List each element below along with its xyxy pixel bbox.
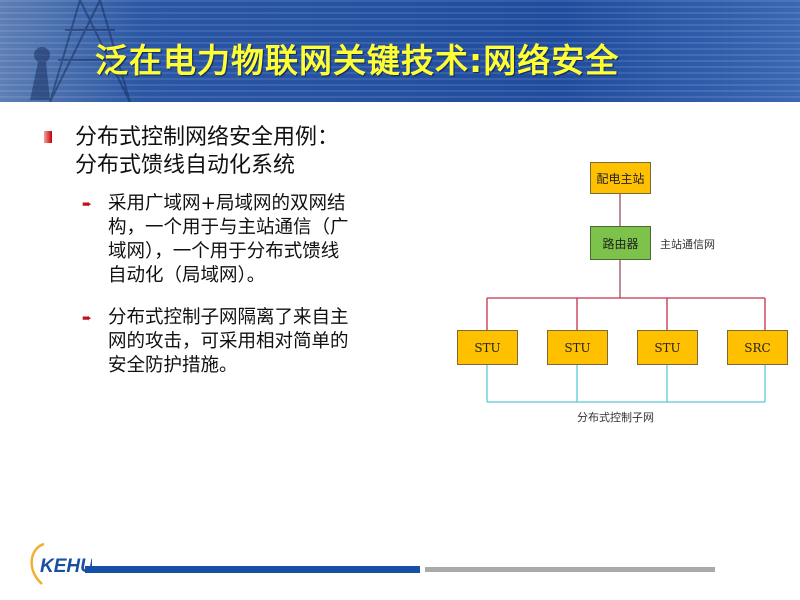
src-node: SRC [727, 330, 788, 365]
sub-bullet-line: 采用广域网+局域网的双网结 [108, 193, 346, 214]
footer-blue-bar [85, 566, 420, 573]
stu-node: STU [457, 330, 518, 365]
arrow-bullet-icon: ➨ [82, 311, 93, 325]
power-tower-image [30, 0, 131, 102]
header-stripes [0, 0, 800, 102]
footer-gray-bar [425, 567, 715, 572]
slide-title: 泛在电力物联网关键技术:网络安全 [95, 41, 620, 80]
sub-bullet-line: 自动化（局域网）。 [108, 265, 266, 286]
main-bullet-line: 分布式馈线自动化系统 [75, 153, 296, 178]
sub-bullet-line: 安全防护措施。 [108, 355, 238, 376]
arrow-bullet-icon: ➨ [82, 197, 93, 211]
master-station-node: 配电主站 [590, 162, 651, 194]
sub-bullet-line: 域网），一个用于分布式馈线 [108, 241, 340, 262]
svg-text:KEHUI: KEHUI [40, 556, 92, 577]
router-node: 路由器 [590, 226, 651, 260]
stu-node: STU [637, 330, 698, 365]
sub-bullet-line: 网的攻击，可采用相对简单的 [108, 331, 349, 352]
master-network-label: 主站通信网 [660, 238, 715, 251]
main-bullet-line: 分布式控制网络安全用例： [75, 125, 340, 150]
slide-header: 泛在电力物联网关键技术:网络安全 [0, 0, 800, 102]
sub-bullet-line: 分布式控制子网隔离了来自主 [108, 307, 349, 328]
kehui-logo: KEHUI [30, 542, 92, 585]
square-bullet-icon [44, 131, 52, 143]
sub-bullet-line: 构，一个用于与主站通信（广 [108, 217, 349, 238]
subnet-label: 分布式控制子网 [577, 411, 654, 424]
stu-node: STU [547, 330, 608, 365]
